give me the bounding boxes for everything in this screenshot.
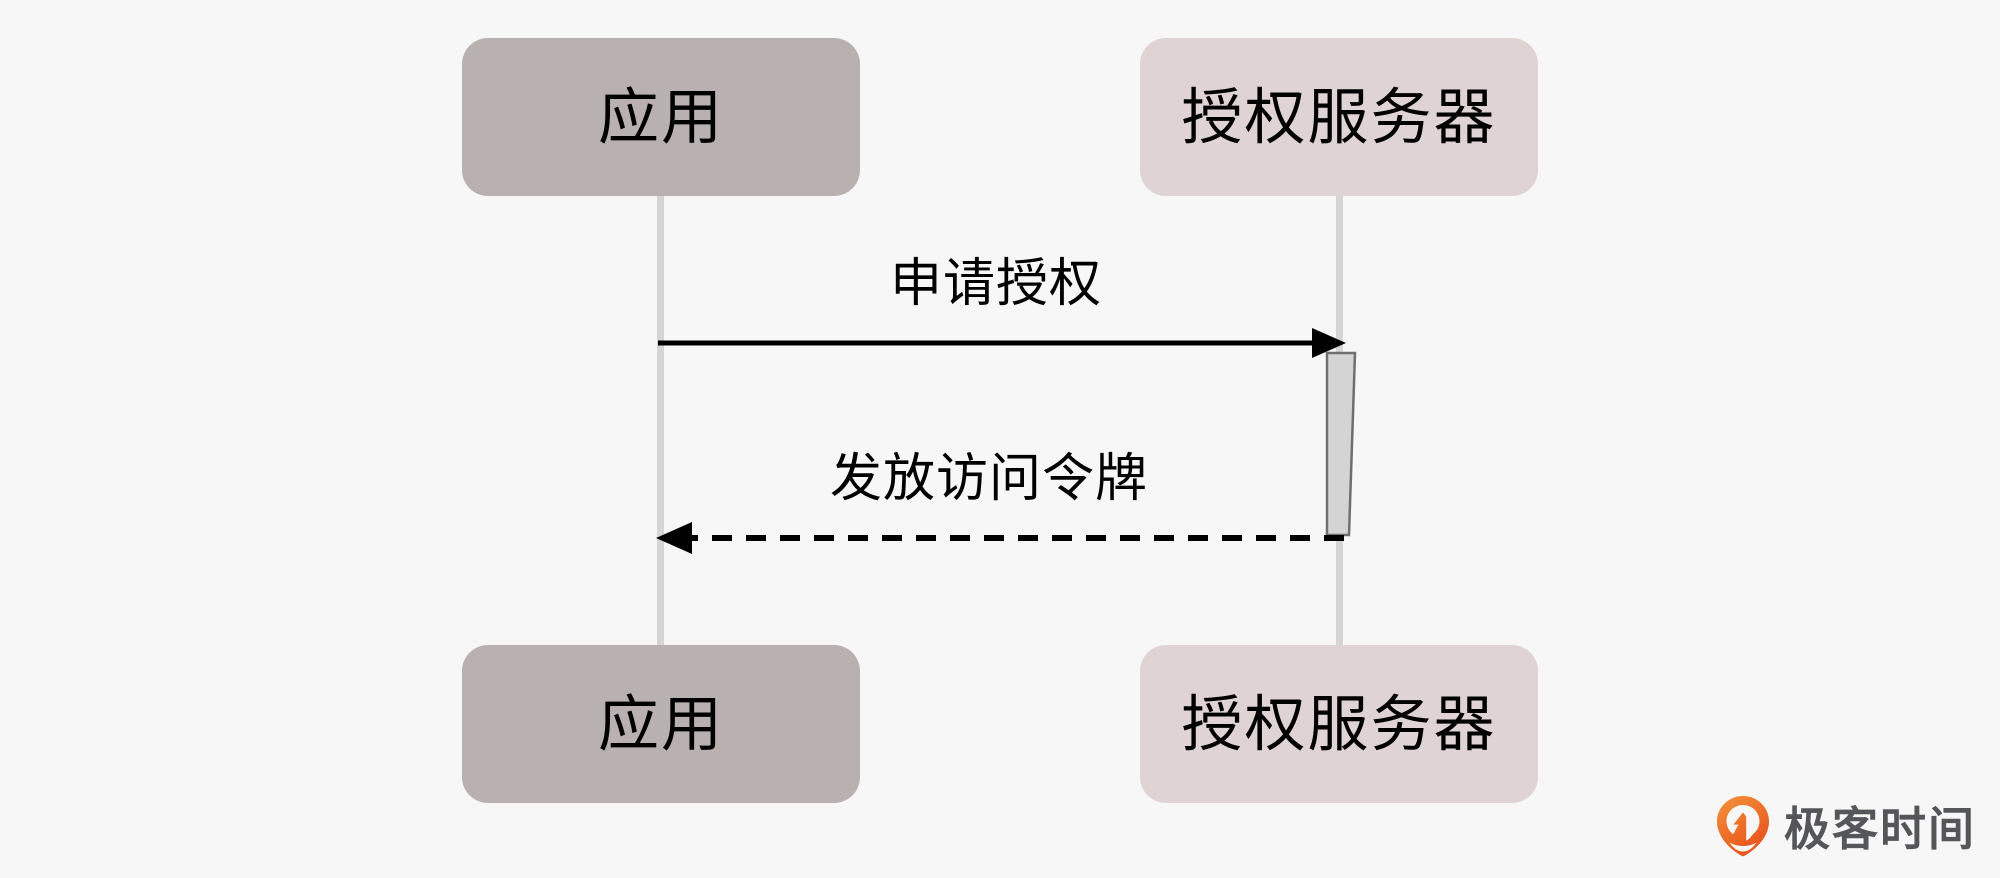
actor-box-auth-server-top[interactable]: 授权服务器 — [1140, 38, 1538, 196]
message-arrow-request — [658, 328, 1346, 358]
lifeline-app — [657, 190, 664, 652]
message-arrow-response — [656, 522, 1346, 554]
actor-box-app-bottom[interactable]: 应用 — [462, 645, 860, 803]
actor-box-app-top[interactable]: 应用 — [462, 38, 860, 196]
actor-label-auth-server-top: 授权服务器 — [1181, 82, 1497, 151]
message-request-authorization[interactable]: 申请授权 — [640, 250, 1370, 360]
watermark-text: 极客时间 — [1784, 802, 1976, 855]
actor-box-auth-server-bottom[interactable]: 授权服务器 — [1140, 645, 1538, 803]
message-label-request: 申请授权 — [890, 255, 1103, 313]
activation-bar-auth-server — [1324, 351, 1358, 537]
watermark: 极客时间 — [1716, 795, 1976, 862]
message-response-access-token[interactable]: 发放访问令牌 — [640, 445, 1370, 555]
actor-label-app-top: 应用 — [597, 82, 724, 151]
actor-label-app-bottom: 应用 — [597, 689, 724, 758]
geektime-pin-icon — [1716, 795, 1770, 862]
actor-label-auth-server-bottom: 授权服务器 — [1181, 689, 1497, 758]
message-label-response: 发放访问令牌 — [830, 450, 1149, 508]
